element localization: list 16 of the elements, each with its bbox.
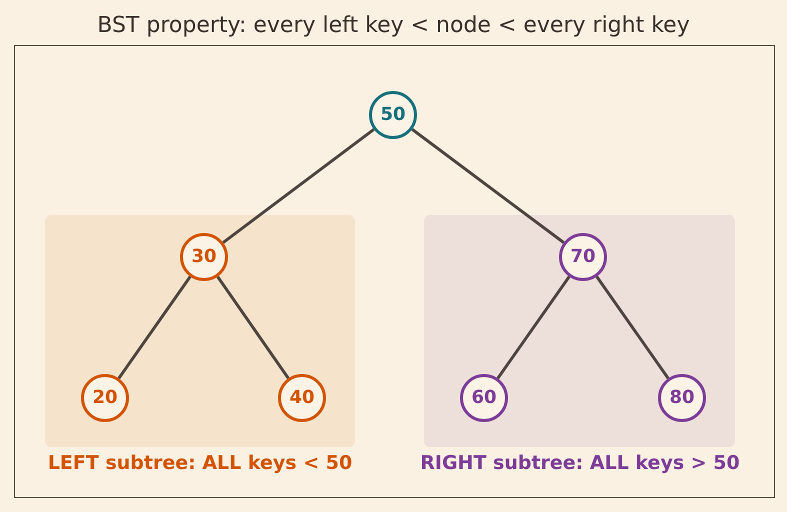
node-key: 40 [289,389,315,407]
node-key: 70 [570,248,596,266]
tree-edge [411,128,565,244]
subtree-label: LEFT subtree: ALL keys < 50 [48,452,352,474]
tree-edge [222,128,375,244]
tree-edge [216,276,290,380]
node-key: 60 [471,389,497,407]
node-key: 30 [191,248,217,266]
subtree-label: RIGHT subtree: ALL keys > 50 [420,452,740,474]
diagram-title: BST property: every left key < node < every right key [97,12,690,40]
node-key: 80 [669,389,695,407]
node-key: 50 [380,106,406,124]
tree-edge [118,276,192,380]
tree-edge [596,276,670,380]
node-key: 20 [92,389,118,407]
tree-edge [496,276,570,380]
